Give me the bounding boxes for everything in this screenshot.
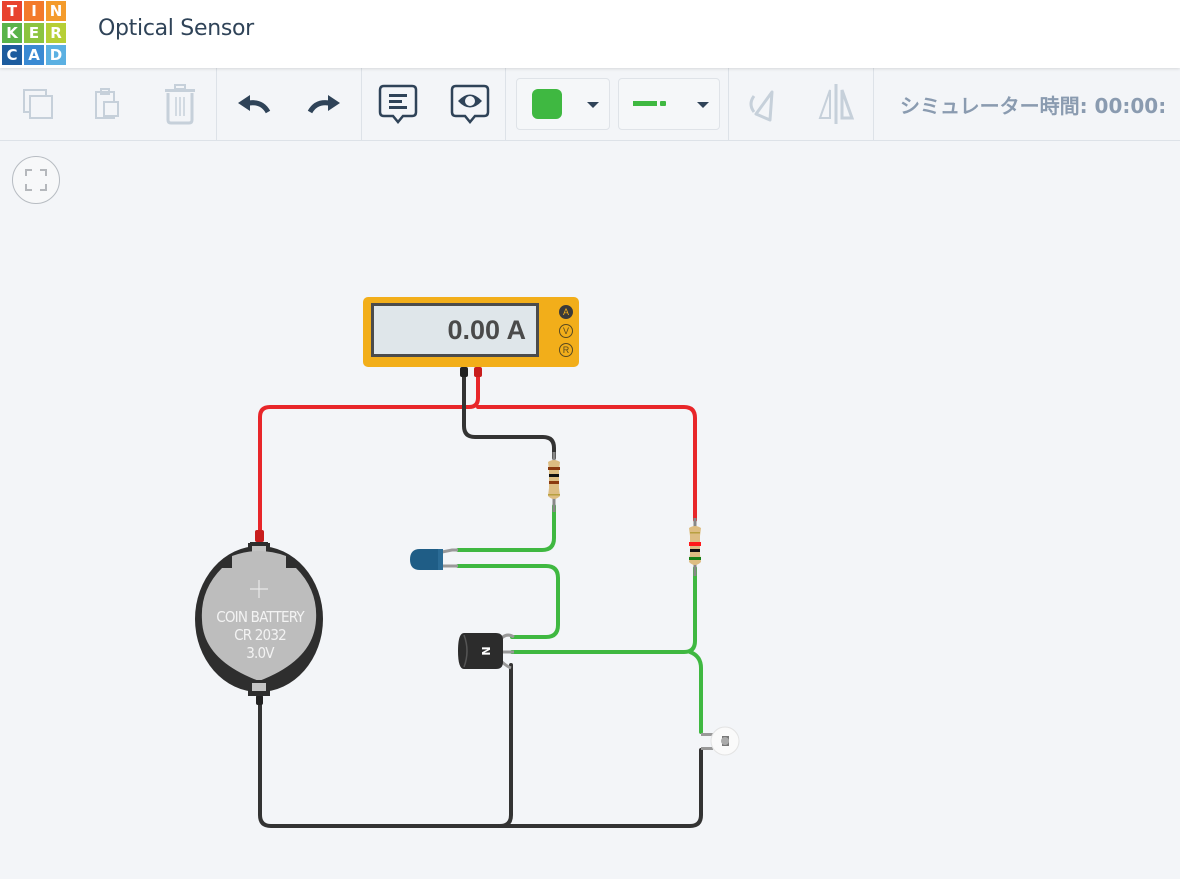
design-title[interactable]: Optical Sensor — [98, 16, 254, 41]
multimeter-display: 0.00 A — [371, 303, 539, 357]
coin-battery[interactable] — [195, 530, 323, 705]
undo-icon — [238, 95, 271, 114]
paste-button[interactable] — [80, 78, 132, 130]
rotate-icon — [749, 90, 774, 122]
wire-color-swatch — [532, 89, 562, 119]
trash-icon — [165, 84, 195, 125]
logo-letter: I — [24, 1, 44, 21]
paste-icon — [95, 88, 119, 119]
logo-letter: E — [24, 23, 44, 43]
simulator-time: シミュレーター時間: 00:00: — [900, 94, 1167, 118]
toolbar-divider — [505, 68, 506, 140]
rotate-button[interactable] — [736, 78, 788, 130]
black-wire[interactable] — [258, 371, 703, 828]
toolbar-divider — [361, 68, 362, 140]
multimeter-mode-ohmmeter[interactable]: R — [559, 343, 573, 357]
delete-button[interactable] — [154, 78, 206, 130]
multimeter-probes[interactable] — [460, 367, 482, 377]
toolbar-divider — [873, 68, 874, 140]
battery-label-line3: 3.0V — [246, 644, 274, 662]
wire-type-dropdown[interactable] — [618, 78, 720, 130]
logo-letter: T — [2, 1, 22, 21]
wire-type-icon — [633, 101, 666, 106]
battery-label-line1: COIN BATTERY — [216, 608, 304, 626]
copy-button[interactable] — [10, 78, 62, 130]
logo-letter: A — [24, 45, 44, 65]
toolbar-divider — [728, 68, 729, 140]
notes-icon — [378, 84, 418, 124]
led-blue[interactable] — [410, 548, 458, 570]
multimeter-mode-voltmeter[interactable]: V — [559, 324, 573, 338]
logo-letter: C — [2, 45, 22, 65]
logo-letter: D — [46, 45, 66, 65]
eye-bubble-icon — [450, 84, 490, 124]
transistor-label: N — [479, 646, 492, 655]
flip-button[interactable] — [810, 78, 862, 130]
fit-view-button[interactable] — [12, 156, 60, 204]
top-bar: T I N K E R C A D Optical Sensor — [0, 0, 1180, 68]
undo-button[interactable] — [228, 78, 280, 130]
copy-icon — [23, 89, 53, 119]
notes-button[interactable] — [372, 78, 424, 130]
battery-label-line2: CR 2032 — [234, 626, 287, 644]
multimeter-mode-ammeter[interactable]: A — [559, 305, 573, 319]
chevron-down-icon — [587, 102, 599, 108]
fit-view-icon — [25, 169, 47, 191]
resistor-2[interactable] — [689, 518, 701, 576]
battery-label: COIN BATTERY CR 2032 3.0V — [200, 608, 320, 662]
redo-button[interactable] — [298, 78, 350, 130]
phototransistor[interactable] — [701, 726, 740, 756]
multimeter[interactable]: 0.00 A A V R — [363, 297, 579, 367]
toolbar-divider — [216, 68, 217, 140]
green-wire[interactable] — [456, 504, 703, 734]
logo-letter: R — [46, 23, 66, 43]
wire-color-dropdown[interactable] — [516, 78, 610, 130]
flip-icon — [818, 84, 855, 124]
redo-icon — [307, 95, 340, 114]
tinkercad-logo[interactable]: T I N K E R C A D — [2, 1, 68, 65]
logo-letter: K — [2, 23, 22, 43]
toolbar: シミュレーター時間: 00:00: — [0, 68, 1180, 141]
chevron-down-icon — [697, 102, 709, 108]
red-wire[interactable] — [258, 371, 697, 532]
logo-letter: N — [46, 1, 66, 21]
toggle-notes-visibility-button[interactable] — [444, 78, 496, 130]
npn-transistor[interactable]: N — [458, 633, 515, 670]
resistor-1[interactable] — [548, 452, 560, 512]
